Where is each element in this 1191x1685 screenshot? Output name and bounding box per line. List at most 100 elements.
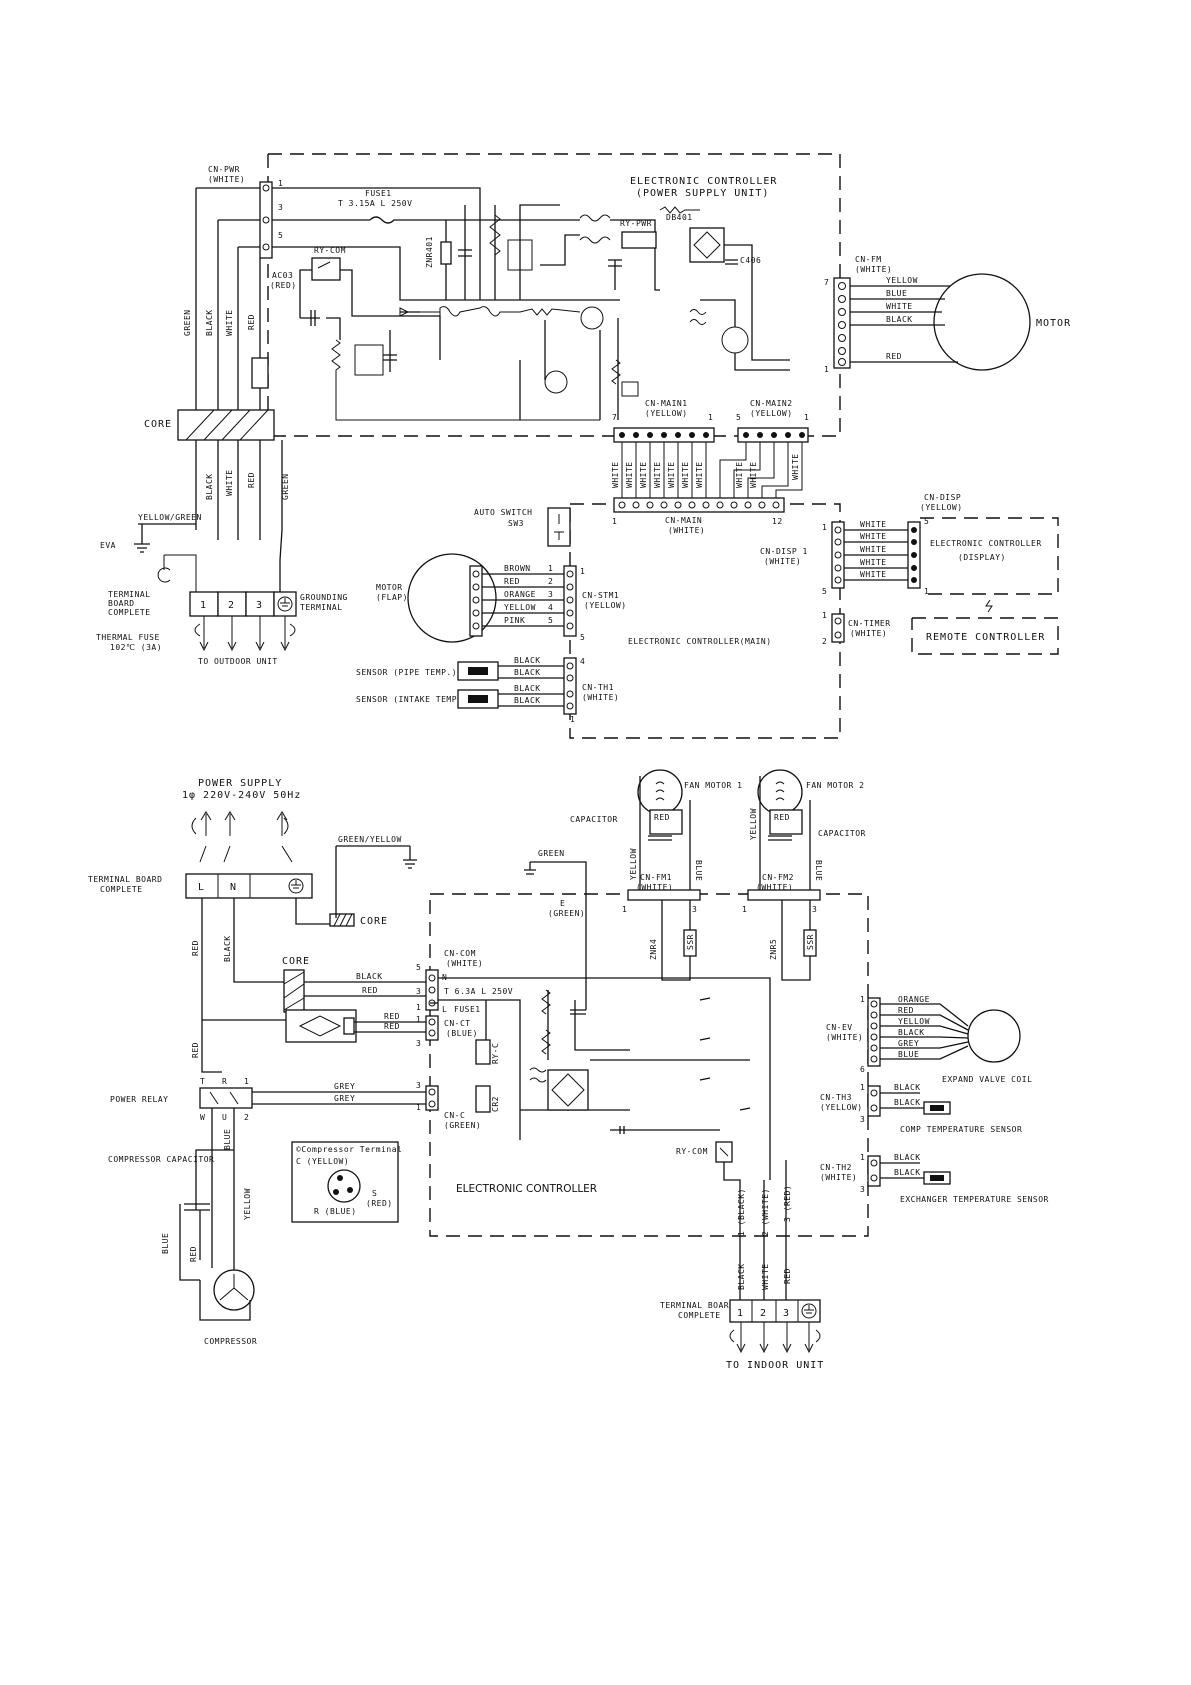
- cn-main1-label: CN-MAIN1: [645, 399, 688, 408]
- capacitor-symbol: [458, 205, 472, 300]
- th-wires: [498, 665, 564, 707]
- wire: [724, 244, 753, 290]
- relay-contact: [317, 261, 331, 269]
- stm-wire: ORANGE: [504, 590, 536, 599]
- power-supply-label: POWER SUPPLY: [198, 778, 282, 789]
- ry-pwr-label: RY-PWR: [620, 219, 652, 228]
- fm1-yellow: YELLOW: [629, 848, 638, 880]
- power-relay: [199, 1087, 253, 1109]
- grey-wire-2: GREY: [334, 1094, 355, 1103]
- tb-out-label-1: TERMINAL BOARD: [88, 875, 162, 884]
- cn-th2-pin: [870, 1174, 878, 1182]
- cn-timer-pin: [834, 617, 842, 625]
- com-pin-3: 3: [416, 987, 421, 996]
- cn-ev-color: (WHITE): [826, 1033, 863, 1042]
- ctrl-psu-title: ELECTRONIC CONTROLLER: [630, 176, 777, 187]
- ry-c-label: RY-C: [491, 1043, 500, 1064]
- bridge-rectifier: [547, 1069, 589, 1111]
- fm2-blue: BLUE: [814, 860, 823, 881]
- indoor-diagram: CN-PWR (WHITE) 1 3 5 FUSE1 T 3.15A L 250…: [96, 153, 1071, 739]
- main-pins: [619, 432, 805, 438]
- cn-fm-pin: [838, 308, 846, 316]
- led-symbol: [621, 381, 639, 397]
- cn-th1-label: CN-TH1: [582, 683, 614, 692]
- motor-winding: [655, 781, 665, 801]
- pwr-pin-1: 1: [278, 179, 283, 188]
- fan-motor1-label: FAN MOTOR 1: [684, 781, 742, 790]
- tb-bottom-label-1: TERMINAL BOARD: [660, 1301, 734, 1310]
- disp-far-pin-1: 1: [924, 587, 929, 596]
- lower-wire-green: GREEN: [281, 473, 290, 500]
- stm-wire: YELLOW: [504, 603, 536, 612]
- wire: [540, 234, 580, 266]
- th3-wires: [880, 1092, 924, 1109]
- wire: [519, 318, 619, 420]
- tb-label-1: TERMINAL: [108, 590, 151, 599]
- wire: [272, 246, 620, 301]
- supply-arrows: [191, 811, 289, 836]
- outdoor-controller-outline: [429, 893, 869, 1237]
- ev-wire: GREY: [898, 1039, 919, 1048]
- internal-wires: [430, 977, 771, 1180]
- bottom-wire-1: 1 (BLACK): [737, 1188, 746, 1236]
- cn-main-color: (WHITE): [668, 526, 705, 535]
- cn-disp-label: CN-DISP: [924, 493, 961, 502]
- wire: [610, 219, 660, 291]
- yellow-green-label: YELLOW/GREEN: [138, 513, 202, 522]
- tb-pin-2: 2: [228, 600, 235, 611]
- core-hatch: [185, 409, 269, 441]
- left-wire-black: BLACK: [223, 935, 232, 962]
- cn-disp1-color: (WHITE): [764, 557, 801, 566]
- th-wire: BLACK: [514, 668, 541, 677]
- fuse1-label: FUSE1: [365, 189, 392, 198]
- wire-ticks: [699, 997, 751, 1111]
- fm-wire-white: WHITE: [886, 302, 913, 311]
- main1-pin-7: 7: [612, 413, 617, 422]
- transistor-q2: [544, 370, 568, 394]
- fm2-cap-box: [769, 809, 803, 835]
- th-pin-1: 1: [570, 715, 575, 724]
- capacitor-symbol: [383, 330, 397, 372]
- power-supply-unit-outline: [267, 153, 841, 437]
- left-wire-red: RED: [247, 314, 256, 330]
- stm-wire: PINK: [504, 616, 525, 625]
- cn-ev-pins: [870, 1000, 878, 1063]
- motor-wires: [850, 285, 958, 363]
- core2-label: CORE: [282, 956, 310, 967]
- ev-wire: BLACK: [898, 1028, 925, 1037]
- cn-fm1-color: (WHITE): [636, 883, 673, 892]
- cn-th3-color: (YELLOW): [820, 1103, 863, 1112]
- comp-terminal-s: S: [372, 1189, 377, 1198]
- th-wire: BLACK: [514, 656, 541, 665]
- main-wire: WHITE: [695, 461, 704, 488]
- cn-c-pin: [428, 1100, 436, 1108]
- sensor-pipe-label: SENSOR (PIPE TEMP.): [356, 668, 457, 677]
- relay-u: U: [222, 1113, 227, 1122]
- db401-bridge: [689, 227, 725, 263]
- cn-fm-label: CN-FM: [855, 255, 882, 264]
- remote-label: REMOTE CONTROLLER: [926, 632, 1045, 643]
- cn-stm1-pins: [566, 570, 574, 630]
- ctrl-psu-sub: (POWER SUPPLY UNIT): [636, 188, 769, 199]
- comp-terminal-c: C (YELLOW): [296, 1157, 349, 1166]
- inductor-chain: [420, 306, 581, 328]
- compressor-symbol: [213, 1269, 255, 1311]
- cn-c-pin: [428, 1088, 436, 1096]
- cn-fm2-label: CN-FM2: [762, 873, 794, 882]
- comp-wire-yellow-label: YELLOW: [243, 1188, 252, 1220]
- stm-pin-1: 1: [580, 567, 585, 576]
- cn-disp1-pins: [834, 526, 842, 584]
- terminal-c-pin: [337, 1175, 343, 1181]
- transformer-symbol: [529, 1067, 547, 1083]
- motor-label: MOTOR: [1036, 318, 1071, 329]
- ctrl-main-label: ELECTRONIC CONTROLLER(MAIN): [628, 637, 772, 646]
- exch-sensor-label: EXCHANGER TEMPERATURE SENSOR: [900, 1195, 1049, 1204]
- resistor-symbol: [489, 214, 501, 256]
- main-wire: WHITE: [639, 461, 648, 488]
- comp-loop: [199, 1280, 251, 1321]
- wire: [700, 299, 790, 371]
- cn-fm2-color: (WHITE): [756, 883, 793, 892]
- power-spec-label: 1φ 220V-240V 50Hz: [182, 790, 301, 801]
- th2-wire: BLACK: [894, 1153, 921, 1162]
- znr5-label: ZNR5: [769, 939, 778, 960]
